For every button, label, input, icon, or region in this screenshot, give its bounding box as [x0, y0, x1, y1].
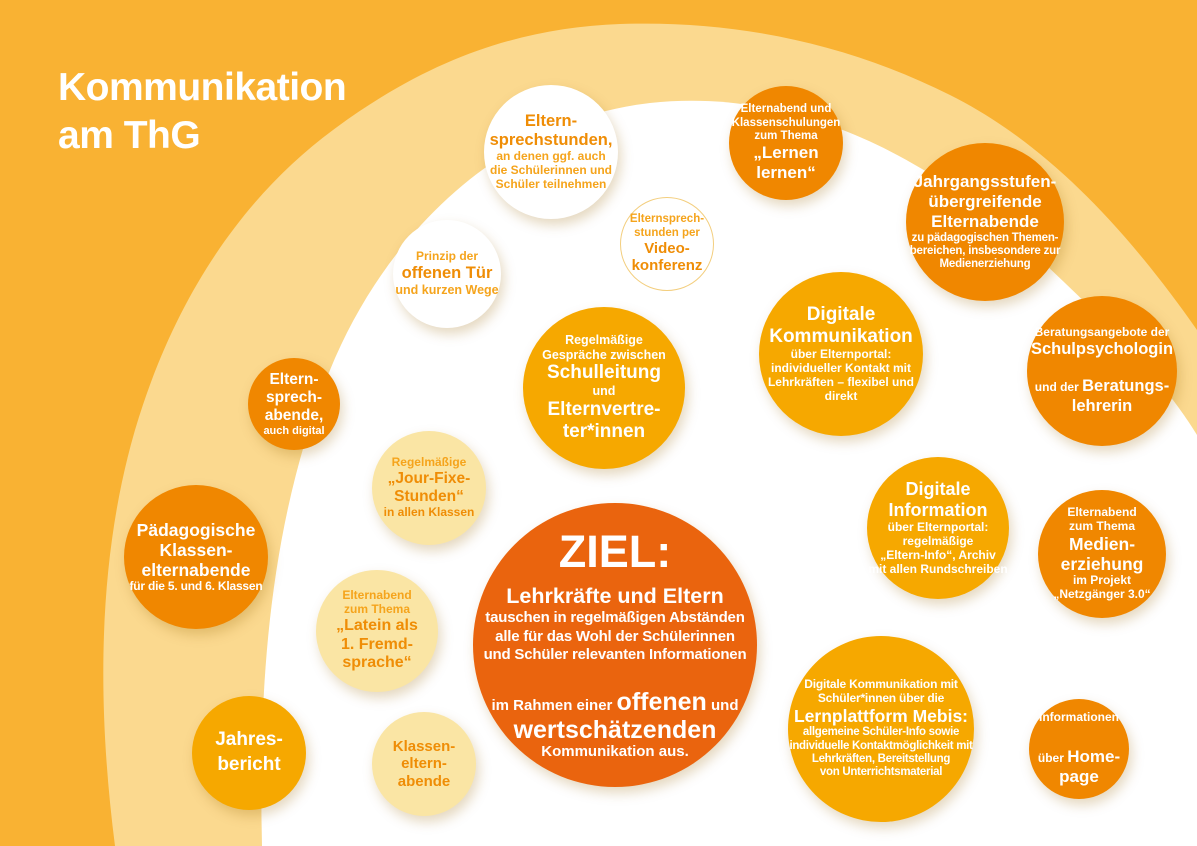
bubble-text-mixed-line: und der Beratungs-: [1035, 359, 1169, 397]
bubble-videokonferenz: Elternsprech- stunden per Video- konfere…: [620, 197, 714, 291]
bubble-medienerziehung-netzgaenger: Elternabend zum Thema Medien- erziehung …: [1038, 490, 1166, 618]
bubble-text-main: Schulleitung: [547, 362, 661, 384]
bubble-text-sub: Elternabend zum Thema: [1067, 504, 1137, 533]
bubble-text-main: Eltern- sprechstunden,: [489, 112, 613, 150]
bubble-text-sub: Regelmäßige Gespräche zwischen: [542, 333, 666, 362]
goal-subheading: Lehrkräfte und Eltern: [506, 584, 724, 609]
bubble-text-main: Lernplattform Mebis:: [793, 706, 969, 727]
bubble-text-main2: lehrerin: [1071, 397, 1133, 415]
bubble-text-main: Jahres- bericht: [215, 729, 283, 775]
bubble-text-main2: Elternvertre- ter*innen: [547, 398, 661, 442]
bubble-text-sub: Elternabend und Klassenschulungen zum Th…: [731, 103, 841, 142]
goal-mixed-line: im Rahmen einer offenen und: [492, 669, 739, 717]
goal-body: tauschen in regelmäßigen Abständen alle …: [483, 609, 747, 664]
bubble-text-sub: Beratungsangebote der: [1034, 324, 1170, 339]
goal-tail: Kommunikation aus.: [541, 743, 689, 761]
bubble-text-sub: über Elternportal: regelmäßige „Eltern-I…: [868, 520, 1008, 576]
page-title: Kommunikation am ThG: [58, 66, 347, 157]
bubble-jahresbericht: Jahres- bericht: [192, 696, 306, 810]
bubble-text-sub: Informationen: [1039, 710, 1119, 725]
bubble-jour-fixe-stunden: Regelmäßige „Jour-Fixe- Stunden“ in alle…: [372, 431, 486, 545]
bubble-text-sub: Prinzip der: [415, 249, 478, 264]
bubble-text-main2: page: [1059, 767, 1099, 787]
bubble-text-sub2: und kurzen Wege: [395, 283, 499, 298]
bubble-elternsprechstunden: Eltern- sprechstunden, an denen ggf. auc…: [484, 85, 618, 219]
bubble-text-sub: an denen ggf. auch die Schülerinnen und …: [489, 149, 612, 192]
bubble-schulleitung-elternvertreter: Regelmäßige Gespräche zwischen Schulleit…: [523, 307, 685, 469]
bubble-text-sub: über Elternportal: individueller Kontakt…: [767, 347, 915, 403]
bubble-text-sub: für die 5. und 6. Klassen: [129, 579, 263, 594]
bubble-elternsprechabende: Eltern- sprech- abende, auch digital: [248, 358, 340, 450]
bubble-text-sub2: im Projekt „Netzgänger 3.0“: [1053, 573, 1151, 602]
bubble-text-sub2: und: [592, 384, 616, 399]
bubble-lernplattform-mebis: Digitale Kommunikation mit Schüler*innen…: [788, 636, 974, 822]
bubble-text-main: Schulpsychologin: [1030, 339, 1174, 358]
bubble-text-main: Medien- erziehung: [1060, 533, 1144, 574]
bubble-text-main: Video- konferenz: [631, 239, 703, 275]
bubble-text-sub: Digitale Kommunikation mit Schüler*innen…: [804, 677, 958, 706]
bubble-text-main: Digitale Kommunikation: [769, 304, 913, 348]
bubble-text-main: offenen Tür: [401, 264, 493, 283]
bubble-text-main: Digitale Information: [888, 479, 988, 521]
bubble-homepage-informationen: Informationen über Home- page: [1029, 699, 1129, 799]
bubble-text-sub2: in allen Klassen: [383, 504, 475, 519]
bubble-klassenelternabende: Klassen- eltern- abende: [372, 712, 476, 816]
goal-mix-post: und: [706, 696, 739, 714]
bubble-text-main: „Jour-Fixe- Stunden“: [387, 470, 471, 505]
bubble-text-mix-small: über: [1037, 750, 1068, 765]
bubble-text-sub: zu pädagogischen Themen- bereichen, insb…: [909, 231, 1061, 271]
bubble-text-sub: Regelmäßige: [391, 455, 467, 470]
bubble-jahrgangsstufen-elternabende: Jahrgangsstufen- übergreifende Elternabe…: [906, 143, 1064, 301]
goal-heading: ZIEL:: [558, 526, 672, 578]
bubble-lernen-lernen: Elternabend und Klassenschulungen zum Th…: [729, 86, 843, 200]
goal-mix-pre: im Rahmen einer: [491, 696, 617, 714]
bubble-schulpsychologin: Beratungsangebote der Schulpsychologin u…: [1027, 296, 1177, 446]
bubble-digitale-kommunikation: Digitale Kommunikation über Elternportal…: [759, 272, 923, 436]
bubble-offene-tuer: Prinzip der offenen Tür und kurzen Wege: [393, 220, 501, 328]
goal-mix-emphasis: offenen: [616, 687, 707, 716]
bubble-text-sub: Elternabend zum Thema: [342, 588, 412, 617]
bubble-text-main: „Lernen lernen“: [753, 143, 819, 182]
bubble-text-mix-big: Beratungs-: [1082, 377, 1170, 396]
bubble-text-mix-big: Home-: [1067, 746, 1121, 766]
bubble-text-mix-small: und der: [1034, 380, 1083, 395]
bubble-text-mixed-line: über Home-: [1038, 728, 1120, 767]
bubble-ziel-goal: ZIEL: Lehrkräfte und Eltern tauschen in …: [473, 503, 757, 787]
bubble-text-main: „Latein als 1. Fremd- sprache“: [336, 617, 418, 672]
bubble-text-sub: Elternsprech- stunden per: [629, 213, 705, 239]
bubble-paedagogische-klassenelternabende: Pädagogische Klassen- elternabende für d…: [124, 485, 268, 629]
goal-emphasis2: wertschätzenden: [513, 715, 717, 744]
bubble-text-main: Eltern- sprech- abende,: [264, 370, 324, 424]
bubble-text-sub2: allgemeine Schüler-Info sowie individuel…: [789, 726, 973, 779]
bubble-text-main: Pädagogische Klassen- elternabende: [136, 519, 256, 581]
bubble-text-main: Jahrgangsstufen- übergreifende Elternabe…: [913, 172, 1057, 231]
bubble-latein-fremdsprache: Elternabend zum Thema „Latein als 1. Fre…: [316, 570, 438, 692]
bubble-text-sub: auch digital: [263, 424, 325, 437]
bubble-text-main: Klassen- eltern- abende: [392, 737, 456, 790]
bubble-digitale-information: Digitale Information über Elternportal: …: [867, 457, 1009, 599]
